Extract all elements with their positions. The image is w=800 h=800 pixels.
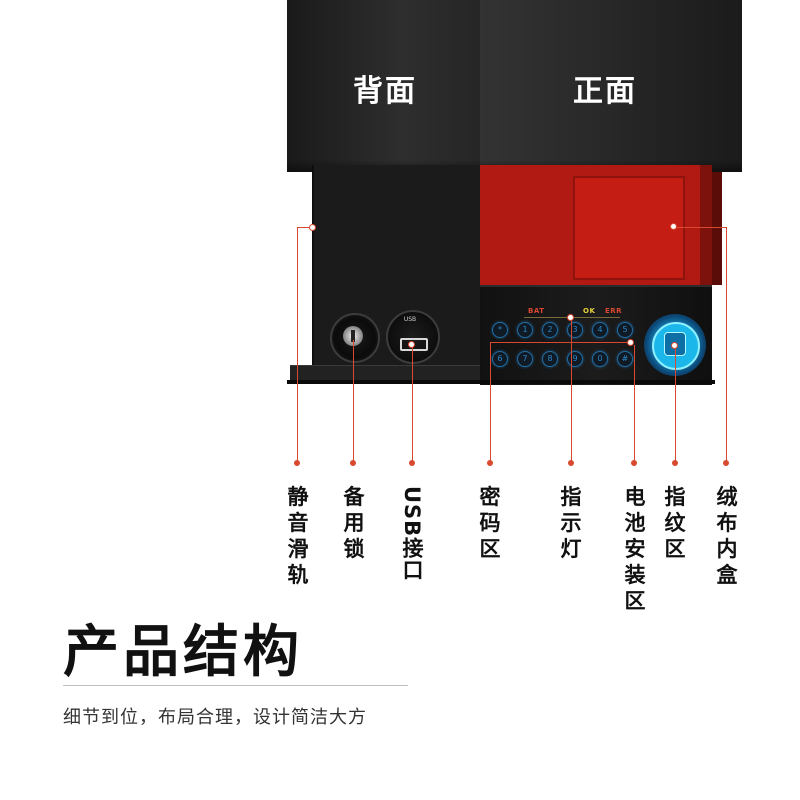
callout-anchor-fingerprint	[671, 342, 678, 349]
keypad-key[interactable]: 2	[542, 322, 558, 338]
status-bat: BAT	[528, 307, 545, 315]
callout-dot-battery	[631, 460, 637, 466]
callout-label-silent-rail: 静音滑轨	[287, 485, 309, 587]
front-label: 正面	[573, 74, 637, 109]
keypad-key[interactable]: 0	[592, 351, 608, 367]
status-ok: OK	[583, 307, 596, 315]
page-subtitle: 细节到位，布局合理，设计简洁大方	[63, 707, 367, 728]
callout-line-indicator	[571, 318, 572, 463]
callout-label-battery-area: 电池安装区	[624, 485, 646, 613]
callout-dot-password	[487, 460, 493, 466]
key-slot	[351, 330, 355, 342]
keypad-key[interactable]: 9	[567, 351, 583, 367]
callout-label-velvet-box: 绒布内盒	[716, 485, 738, 587]
keypad-key[interactable]: 5	[617, 322, 633, 338]
callout-anchor-indicator	[567, 314, 574, 321]
usb-mark: USB	[403, 316, 417, 323]
callout-anchor-password	[627, 339, 634, 346]
drawer-ledge	[290, 365, 480, 384]
callout-line-velvet-h	[674, 227, 726, 228]
callout-dot-usb	[409, 460, 415, 466]
callout-label-backup-lock: 备用锁	[343, 485, 365, 561]
callout-anchor-usb	[408, 341, 415, 348]
callout-label-indicator-light: 指示灯	[560, 485, 582, 561]
page-title: 产品结构	[63, 620, 303, 685]
callout-line-battery	[634, 345, 635, 463]
callout-line-velvet	[726, 227, 727, 463]
velvet-compartment	[573, 176, 685, 280]
callout-line-usb	[412, 345, 413, 463]
keypad-key[interactable]: 8	[542, 351, 558, 367]
lid-front	[480, 0, 742, 172]
keypad-key[interactable]: 4	[592, 322, 608, 338]
keypad-key[interactable]: 6	[492, 351, 508, 367]
callout-anchor-velvet	[670, 223, 677, 230]
callout-dot-lock	[350, 460, 356, 466]
callout-dot-fingerprint	[672, 460, 678, 466]
callout-line-lock	[353, 340, 354, 463]
status-err: ERR	[605, 307, 623, 315]
callout-line-fingerprint	[675, 346, 676, 463]
callout-dot-velvet	[723, 460, 729, 466]
callout-label-fingerprint-area: 指纹区	[664, 485, 686, 561]
keypad-key[interactable]: *	[492, 322, 508, 338]
velvet-box-edge	[700, 165, 712, 285]
callout-line-password	[490, 342, 491, 463]
back-label: 背面	[353, 74, 417, 109]
callout-line-rail-h	[297, 227, 312, 228]
usb-port-icon[interactable]	[400, 338, 428, 351]
title-divider	[63, 685, 408, 686]
keypad-key[interactable]: 3	[567, 322, 583, 338]
drawer-right-side	[712, 172, 722, 285]
callout-label-usb-port: USB接口	[400, 486, 424, 582]
callout-dot-indicator	[568, 460, 574, 466]
callout-dot-rail	[294, 460, 300, 466]
callout-anchor-rail	[309, 224, 316, 231]
callout-label-password-area: 密码区	[479, 485, 501, 561]
keypad-key[interactable]: #	[617, 351, 633, 367]
keypad-key[interactable]: 7	[517, 351, 533, 367]
keypad-key[interactable]: 1	[517, 322, 533, 338]
callout-line-password-h	[490, 342, 630, 343]
lid-back	[287, 0, 480, 172]
bottom-trim	[287, 380, 715, 384]
usb-housing	[386, 310, 440, 364]
callout-line-rail	[297, 227, 298, 463]
